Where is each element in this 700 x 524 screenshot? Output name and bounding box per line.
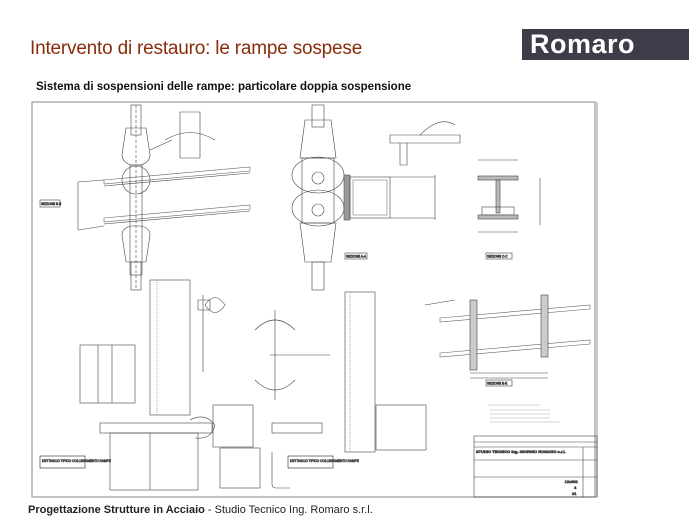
title-block-sheet: 4 (574, 485, 577, 490)
section-a-a-view: SEZIONE A-A (291, 104, 461, 291)
detail-middle-view: DETTAGLIO TIPICO COLLEGAMENTO RAMPE (254, 291, 427, 469)
section-c-c-view: SEZIONE C-C (477, 159, 541, 260)
title-block-studio: STUDIO TECNICO Ing. GIORGIO ROMARO s.r.l… (476, 449, 566, 454)
detail-label-middle: DETTAGLIO TIPICO COLLEGAMENTO RAMPE (290, 459, 359, 463)
slide-subtitle: Sistema di sospensioni delle rampe: part… (36, 81, 412, 93)
section-c-c-label: SEZIONE C-C (487, 255, 508, 259)
romaro-logo: Romaro (522, 29, 689, 60)
section-b-b-view: SEZIONE B-B (39, 104, 251, 291)
section-b-b-label: SEZIONE B-B (41, 202, 61, 206)
title-block-rev: 31 (572, 491, 577, 496)
footer-bold: Progettazione Strutture in Acciaio (28, 504, 205, 516)
slide-title: Intervento di restauro: le rampe sospese (30, 38, 363, 59)
section-a-a-label: SEZIONE A-A (346, 255, 367, 259)
drawing-frame (31, 101, 596, 498)
footer-rest: - Studio Tecnico Ing. Romaro s.r.l. (204, 504, 373, 516)
footer: Progettazione Strutture in Acciaio - Stu… (28, 504, 373, 516)
title-block: STUDIO TECNICO Ing. GIORGIO ROMARO s.r.l… (473, 435, 598, 498)
detail-left-view: DETTAGLIO TIPICO COLLEGAMENTO RAMPE (39, 279, 290, 491)
detail-label-left: DETTAGLIO TIPICO COLLEGAMENTO RAMPE (42, 459, 111, 463)
title-block-drawing-no: 12x001 (565, 479, 579, 484)
section-e-e-view: SEZIONE E-E (424, 294, 591, 423)
section-e-e-label: SEZIONE E-E (487, 382, 507, 386)
